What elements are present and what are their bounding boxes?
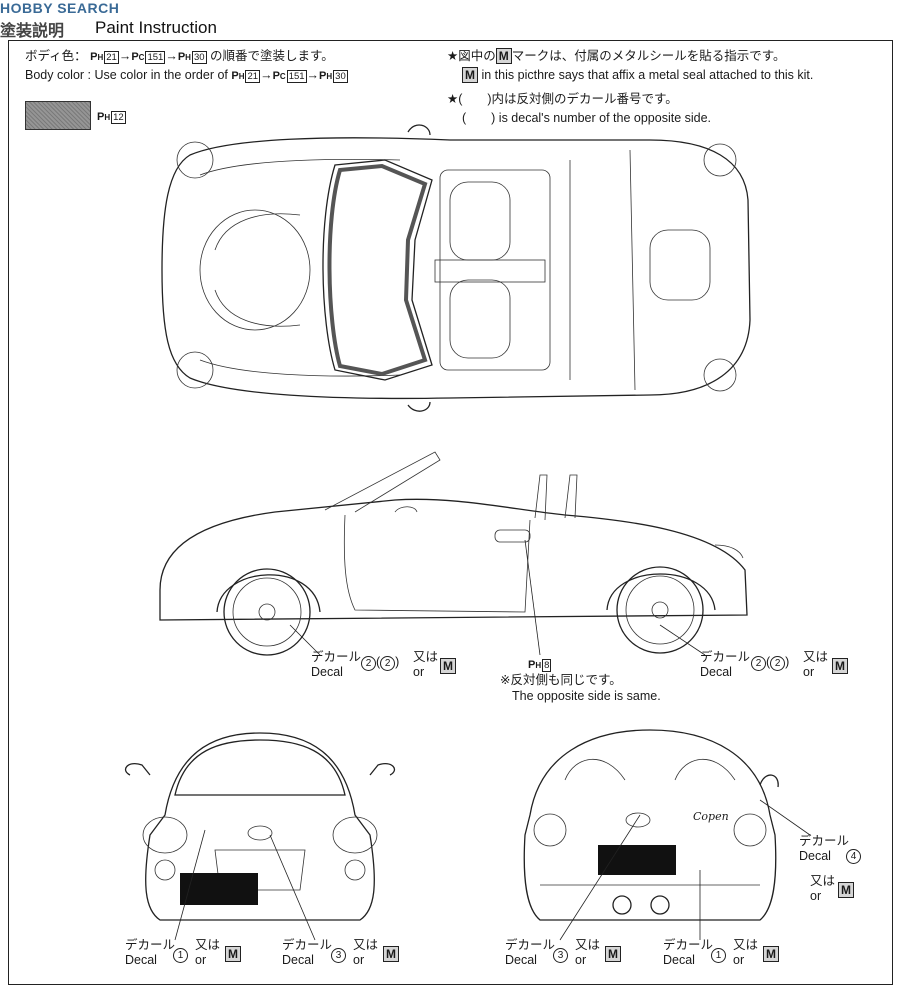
front-decal-3-num: 3	[331, 945, 346, 963]
side-left-decal: デカール Decal	[311, 650, 362, 679]
metal-seal-icon: M	[838, 881, 854, 899]
rear-decal-3: デカール Decal	[505, 938, 556, 967]
page-title: Paint Instruction	[95, 18, 217, 37]
rear-decal-4-num: 4	[846, 846, 861, 864]
rear-decal-1-or: 又は or	[733, 938, 759, 967]
opposite-same-en: The opposite side is same.	[512, 689, 661, 703]
car-side-view	[159, 451, 748, 656]
rear-decal-3-or: 又は or	[575, 938, 601, 967]
side-right-decal-num: 2(2)	[751, 655, 789, 671]
rear-decal-1: デカール Decal	[663, 938, 714, 967]
side-left-decal-num: 2(2)	[361, 655, 399, 671]
opposite-note-en: ( ) is decal's number of the opposite si…	[462, 111, 712, 125]
front-decal-3-or: 又は or	[353, 938, 379, 967]
car-top-view	[161, 124, 751, 412]
metal-seal-icon: M	[763, 945, 779, 963]
page-title-jp: 塗装説明	[0, 23, 65, 40]
side-right-decal: デカール Decal	[700, 650, 751, 679]
metal-note-en: M in this picthre says that affix a meta…	[462, 67, 813, 83]
metal-seal-icon: M	[440, 657, 456, 675]
rear-decal-4: デカール Decal	[799, 834, 850, 863]
side-left-or: 又は or	[413, 650, 439, 679]
color-swatch	[25, 101, 91, 130]
metal-seal-icon: M	[495, 48, 512, 64]
front-decal-3: デカール Decal	[282, 938, 333, 967]
rear-decal-1-num: 1	[711, 945, 726, 963]
front-decal-1: デカール Decal	[125, 938, 176, 967]
rear-decal-4-or: 又は or	[810, 874, 836, 903]
metal-seal-icon: M	[605, 945, 621, 963]
instruction-frame	[8, 40, 893, 985]
rear-decal-3-num: 3	[553, 945, 568, 963]
front-decal-1-or: 又は or	[195, 938, 221, 967]
opposite-same-jp: ※反対側も同じです。	[500, 673, 622, 687]
script-badge: Copen	[693, 810, 729, 823]
front-decal-1-num: 1	[173, 945, 188, 963]
metal-seal-icon: M	[225, 945, 241, 963]
metal-seal-icon: M	[832, 657, 848, 675]
metal-seal-icon: M	[383, 945, 399, 963]
body-color-en: Body color : Use color in the order of P…	[25, 68, 348, 83]
side-right-or: 又は or	[803, 650, 829, 679]
metal-seal-icon: M	[462, 67, 478, 83]
site-logo: HOBBY SEARCH	[0, 0, 120, 16]
opposite-note-jp: ★( )内は反対側のデカール番号です。	[447, 92, 678, 106]
car-front-view	[125, 732, 395, 921]
